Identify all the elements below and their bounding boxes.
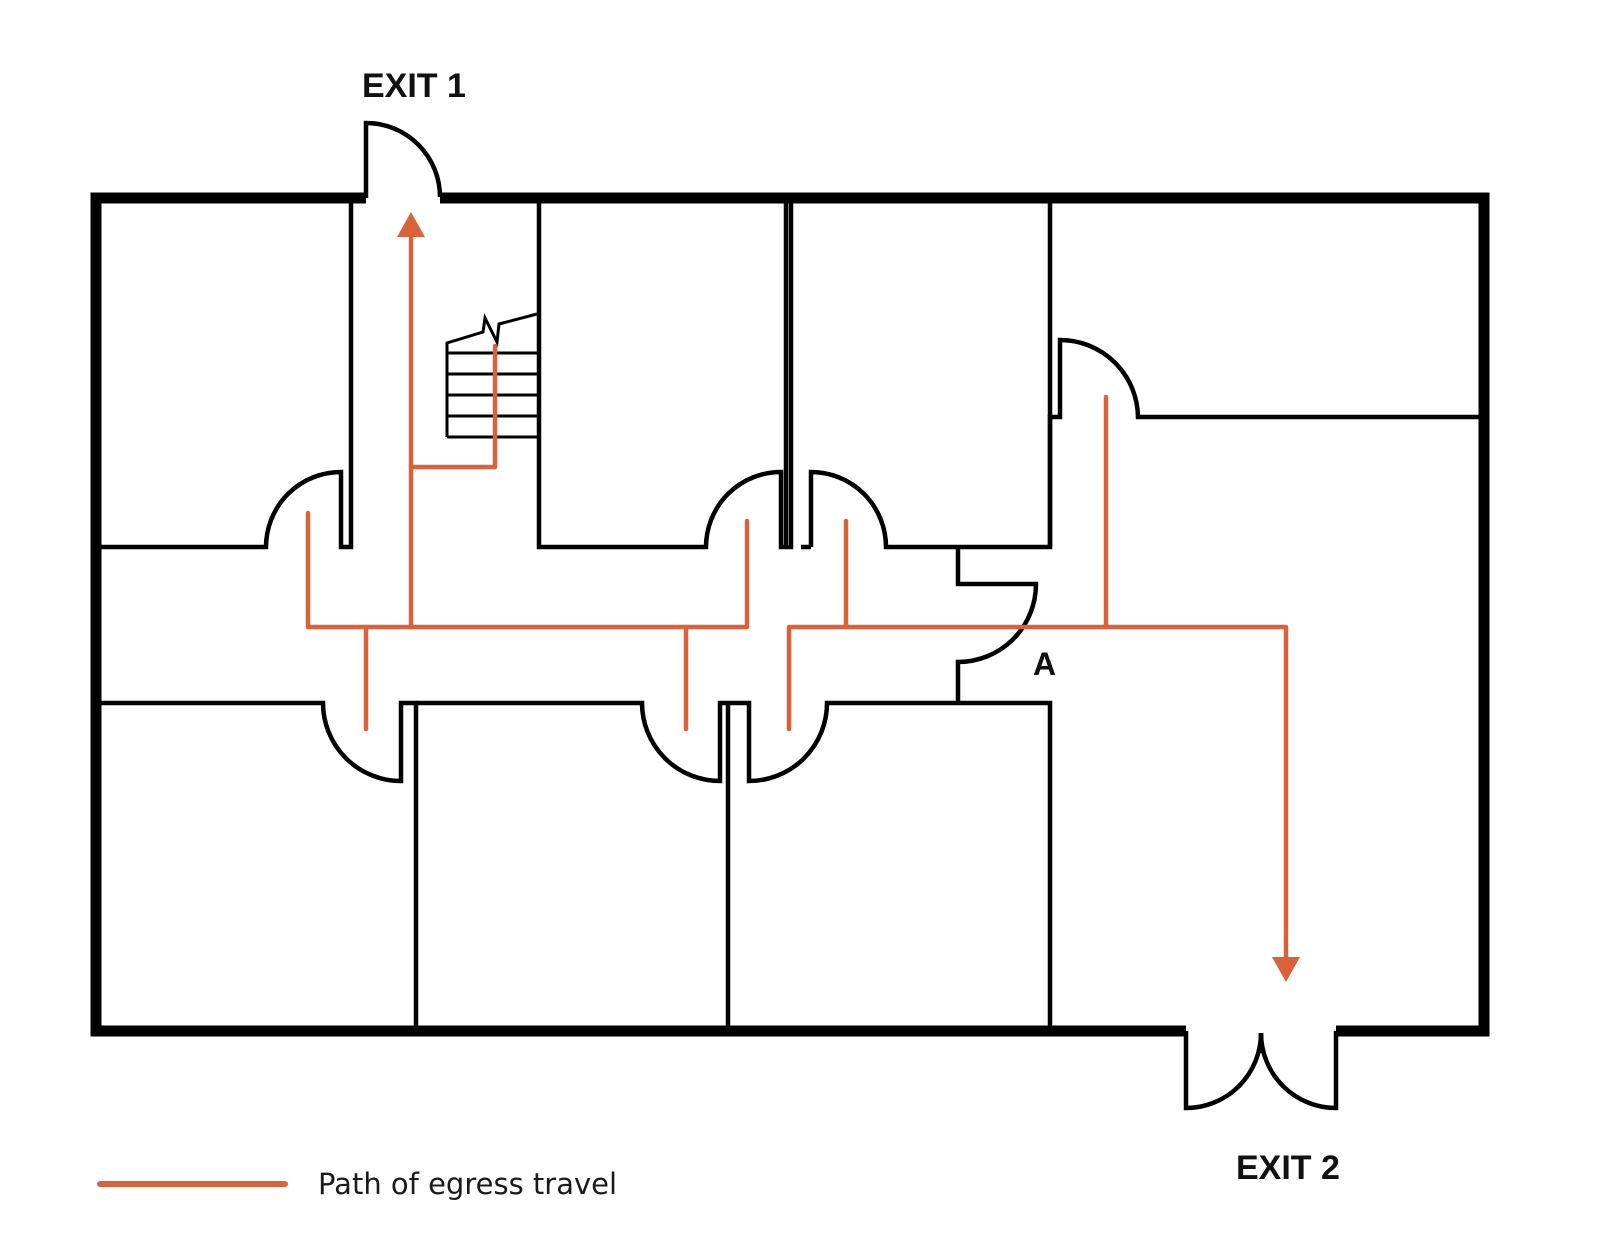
exit-2-door xyxy=(1183,1031,1339,1111)
wall xyxy=(101,700,419,1026)
exit-1-label: EXIT 1 xyxy=(362,67,466,105)
outer-wall xyxy=(90,192,1186,1037)
egress-route-segment xyxy=(408,343,498,470)
point-a-label: A xyxy=(1033,646,1056,682)
egress-route-segment xyxy=(786,624,1289,965)
wall xyxy=(416,700,735,784)
outer-walls xyxy=(90,192,1490,1037)
wall xyxy=(955,547,1039,703)
stair-outline xyxy=(445,312,538,439)
wall xyxy=(735,700,1053,1026)
arrow-down-icon xyxy=(1272,957,1300,982)
wall xyxy=(536,203,794,550)
door-swing xyxy=(1183,1031,1264,1111)
outer-wall xyxy=(440,192,1490,1037)
egress-route-segment xyxy=(305,510,750,630)
door-swing xyxy=(363,120,443,198)
wall xyxy=(101,203,354,550)
arrow-up-icon xyxy=(397,212,425,237)
interior-walls xyxy=(101,203,1479,1026)
stairs xyxy=(445,312,538,439)
door-swing xyxy=(1258,1031,1339,1111)
exit-1-door xyxy=(363,120,443,198)
wall xyxy=(808,203,1053,550)
legend: Path of egress travel xyxy=(97,1167,617,1201)
exit-2-label: EXIT 2 xyxy=(1236,1149,1340,1187)
wall xyxy=(1047,337,1479,547)
egress-path xyxy=(305,212,1300,982)
legend-label: Path of egress travel xyxy=(318,1167,617,1201)
